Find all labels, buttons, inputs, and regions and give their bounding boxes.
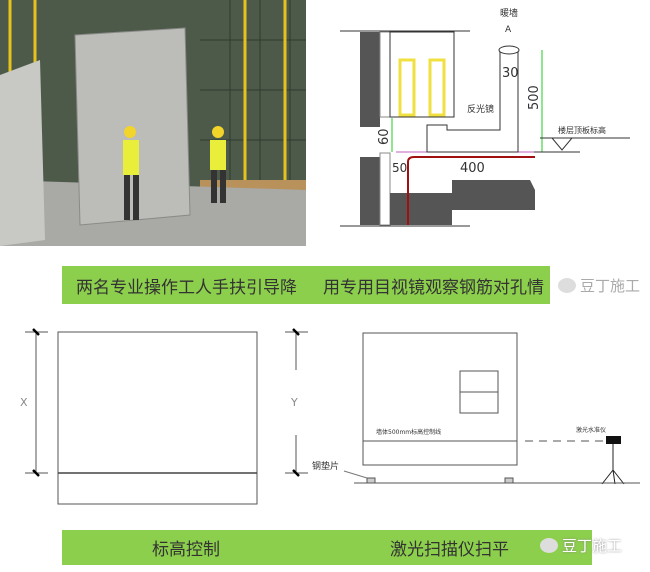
elevation-control-drawing: X Y [20, 328, 308, 505]
label-control-line: 墙体500mm标高控制线 [376, 428, 441, 436]
caption-elevation-control: 标高控制 [152, 540, 220, 560]
label-floor-elevation: 楼层顶板标高 [558, 125, 606, 135]
caption-laser-scan: 激光扫描仪扫平 [390, 540, 509, 560]
watermark-top: 豆丁施工 [558, 275, 640, 296]
dim-y: Y [290, 396, 298, 409]
construction-photo [0, 0, 306, 246]
caption-banner-bottom: 标高控制 激光扫描仪扫平 [62, 530, 592, 565]
worker-right [210, 126, 226, 203]
label-a: A [505, 25, 512, 35]
dim-50: 50 [392, 161, 407, 175]
watermark-bottom: 豆丁施工 [540, 535, 622, 556]
dim-30: 30 [502, 66, 519, 81]
caption-mirror: 用专用目视镜观察钢筋对孔情 [323, 277, 544, 298]
label-laser-level: 激光水准仪 [576, 426, 606, 434]
rebar-alignment-detail: 暖墙 A 30 500 60 50 400 反光镜 楼层顶板标高 [340, 7, 630, 227]
dim-400: 400 [460, 161, 485, 176]
dim-500: 500 [527, 85, 542, 110]
caption-guiding: 两名专业操作工人手扶引导降 [76, 277, 297, 298]
worker-left [123, 126, 139, 220]
dim-x: X [20, 396, 28, 409]
label-steel-shim: 钢垫片 [312, 462, 340, 472]
laser-leveling-drawing: 墙体500mm标高控制线 激光水准仪 [343, 332, 640, 485]
wechat-icon [540, 538, 558, 553]
wechat-icon [558, 278, 576, 293]
label-mirror: 反光镜 [467, 103, 494, 115]
label-warm-wall: 暖墙 [500, 7, 518, 19]
dim-60: 60 [377, 128, 392, 145]
caption-banner-top: 两名专业操作工人手扶引导降 用专用目视镜观察钢筋对孔情 [62, 266, 550, 304]
